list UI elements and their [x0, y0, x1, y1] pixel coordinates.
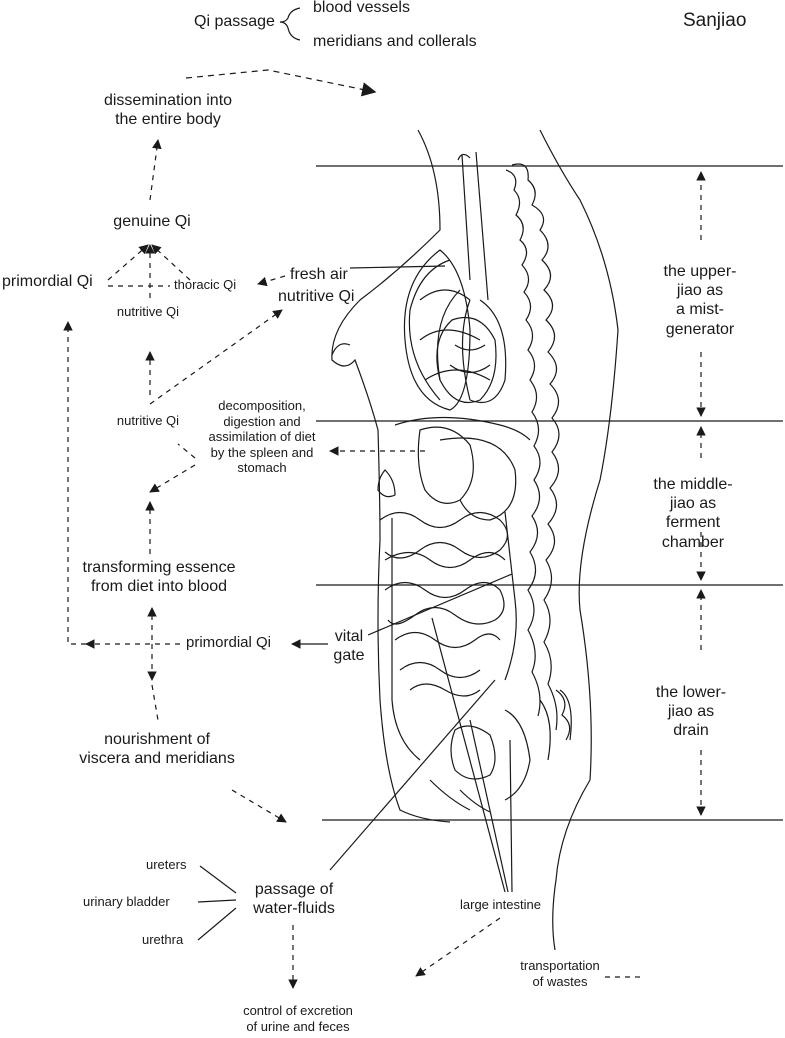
vital-gate-label: vital gate: [333, 628, 365, 665]
nourishment-label: nourishment of viscera and meridians: [79, 731, 235, 768]
nutritive-qi-middle-label: nutritive Qi: [116, 413, 180, 428]
transportation-wastes-label: transportation of wastes: [520, 958, 600, 989]
fresh-air-label: fresh air: [290, 266, 348, 283]
passage-water-fluids-label: passage of water-fluids: [253, 881, 335, 918]
qi-passage-brace: [279, 7, 301, 41]
thoracic-qi-label: thoracic Qi: [174, 277, 237, 292]
bottom-leaders: [197, 617, 513, 941]
genuine-qi-label: genuine Qi: [113, 213, 191, 230]
nutritive-qi-right-label: nutritive Qi: [278, 288, 355, 305]
control-excretion-label: control of excretion of urine and feces: [243, 1003, 353, 1034]
solid-arrows: [291, 265, 513, 649]
left-flow-arrows: [63, 139, 640, 989]
ureters-label: ureters: [146, 857, 187, 872]
nutritive-qi-upper-label: nutritive Qi: [116, 304, 180, 319]
urethra-label: urethra: [142, 932, 184, 947]
lower-jiao-label: the lower-jiao as drain: [655, 684, 727, 740]
primordial-qi-lower-label: primordial Qi: [186, 634, 272, 651]
anatomy-illustration: [331, 129, 619, 951]
middle-jiao-label: the middle-jiao as ferment chamber: [653, 476, 733, 551]
urinary-bladder-label: urinary bladder: [83, 894, 170, 909]
qi-passage-label: Qi passage: [194, 13, 275, 30]
transforming-label: transforming essence from diet into bloo…: [82, 559, 236, 596]
qi-passage-blood-vessels: blood vessels: [313, 0, 410, 16]
qi-passage-meridians: meridians and collerals: [313, 33, 477, 50]
upper-jiao-label: the upper-jiao as a mist-generator: [663, 263, 737, 338]
top-dashed-arc: [185, 69, 377, 97]
dissemination-label: dissemination into the entire body: [103, 92, 233, 129]
decomposition-label: decomposition, digestion and assimilatio…: [208, 398, 316, 476]
diagram-title: Sanjiao: [683, 10, 747, 31]
primordial-qi-top-label: primordial Qi: [2, 273, 93, 290]
large-intestine-label: large intestine: [460, 897, 541, 912]
